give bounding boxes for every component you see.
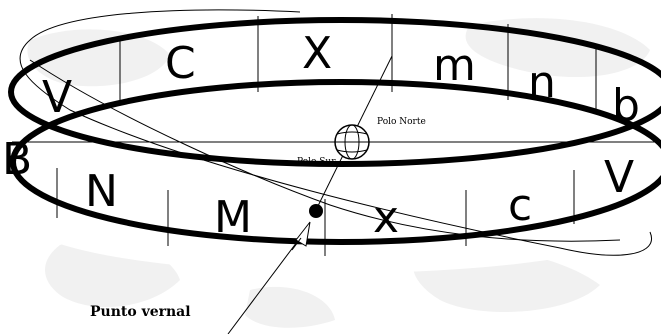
background-map-texture xyxy=(27,18,650,328)
zodiac-sign-upper-6: b xyxy=(612,80,640,131)
zodiac-sign-lower-6: V xyxy=(604,152,634,203)
zodiac-sign-upper-2: C xyxy=(165,38,196,89)
zodiac-sign-upper-4: m xyxy=(433,40,476,91)
globe-icon xyxy=(335,125,369,159)
south-pole-label: Polo Sur xyxy=(297,157,336,167)
zodiac-sign-lower-4: x xyxy=(373,192,399,243)
zodiac-sign-upper-1: V xyxy=(42,72,72,123)
zodiac-sign-lower-2: N xyxy=(85,166,118,217)
zodiac-sign-lower-3: M xyxy=(214,192,252,243)
zodiac-sign-lower-1: B xyxy=(2,134,32,185)
vernal-point-label: Punto vernal xyxy=(90,304,191,320)
zodiac-sign-upper-5: n xyxy=(528,57,556,108)
vernal-point-dot xyxy=(309,204,323,218)
zodiac-sign-lower-5: c xyxy=(508,180,532,231)
north-pole-label: Polo Norte xyxy=(377,117,426,127)
zodiac-sign-upper-3: X xyxy=(302,28,332,79)
